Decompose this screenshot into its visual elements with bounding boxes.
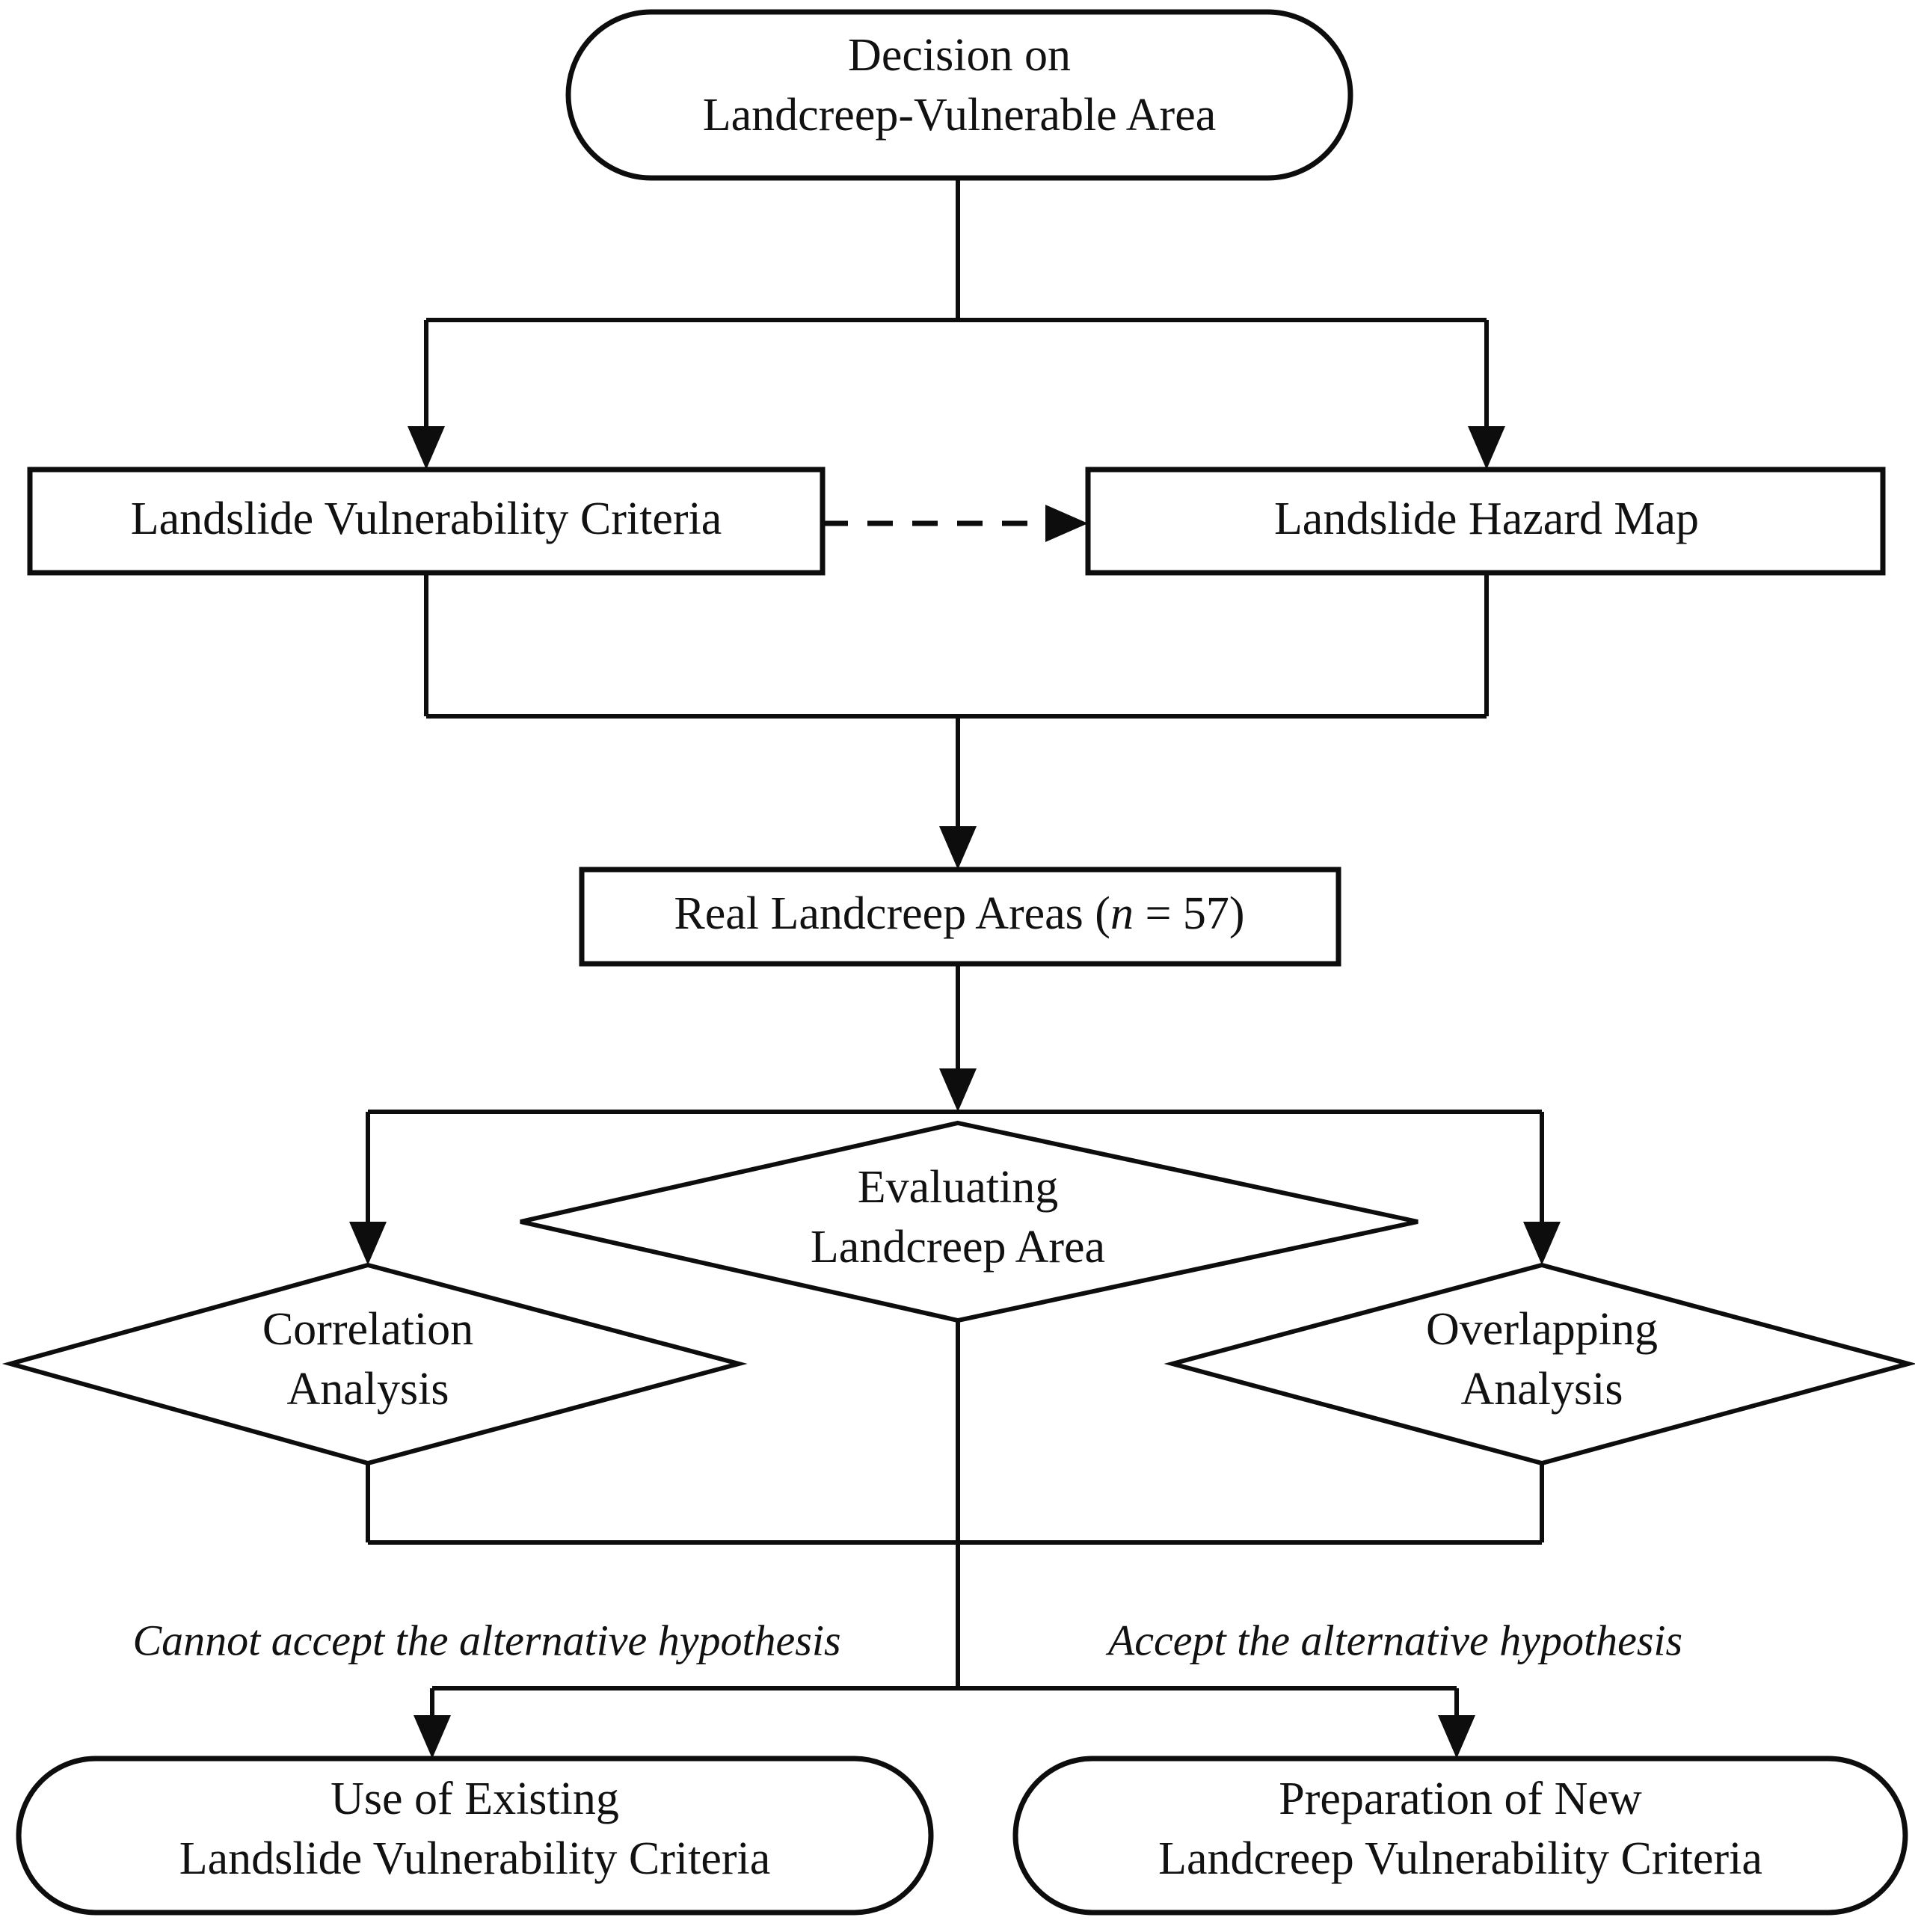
arrowhead-to-real-areas [939,826,977,870]
node-start-line2: Landcreep-Vulnerable Area [703,90,1216,141]
arrowhead-dashed-to-hazard-map [1045,505,1088,542]
arrowhead-to-overlapping [1523,1222,1561,1265]
node-prepare-new-shape [1012,1756,1908,1916]
node-evaluating-landcreep-area[interactable]: Evaluating Landcreep Area [520,1120,1418,1323]
node-evaluating-line2: Landcreep Area [811,1222,1105,1273]
node-start-shape [565,9,1353,181]
node-overlapping-shape [1164,1262,1915,1466]
node-use-of-existing-criteria[interactable]: Use of Existing Landslide Vulnerability … [16,1756,934,1916]
arrowhead-to-prepare-new [1438,1715,1475,1759]
node-landslide-hazard-map[interactable]: Landslide Hazard Map [1085,467,1886,576]
node-use-existing-shape [16,1756,934,1916]
node-evaluating-shape [520,1120,1418,1323]
node-criteria-shape [27,467,826,576]
node-correlation-shape [1,1262,748,1466]
node-evaluating-line1: Evaluating [858,1162,1059,1213]
node-correlation-analysis[interactable]: Correlation Analysis [1,1262,748,1466]
node-real-areas-shape [579,867,1341,967]
node-real-areas-label: Real Landcreep Areas (n = 57) [674,888,1244,939]
node-hazard-map-shape [1085,467,1886,576]
node-prepare-new-line2: Landcreep Vulnerability Criteria [1158,1833,1762,1884]
edge-label-cannot-accept: Cannot accept the alternative hypothesis [132,1616,840,1664]
node-start-line1: Decision on [848,30,1071,81]
node-use-existing-line1: Use of Existing [331,1773,619,1824]
node-prepare-new-line1: Preparation of New [1279,1773,1642,1824]
node-real-landcreep-areas[interactable]: Real Landcreep Areas (n = 57) [579,867,1341,967]
node-real-areas-suffix: = 57) [1134,888,1245,939]
node-criteria-label: Landslide Vulnerability Criteria [131,493,722,544]
node-use-existing-line2: Landslide Vulnerability Criteria [179,1833,771,1884]
arrowhead-to-evaluating [939,1068,977,1112]
edge-label-accept: Accept the alternative hypothesis [1105,1616,1682,1664]
node-landslide-vulnerability-criteria[interactable]: Landslide Vulnerability Criteria [27,467,826,576]
arrowhead-to-correlation [349,1222,387,1265]
arrowhead-to-criteria [408,426,445,470]
arrowhead-to-hazard-map [1468,426,1505,470]
node-real-areas-var: n [1110,888,1134,939]
node-preparation-of-new-criteria[interactable]: Preparation of New Landcreep Vulnerabili… [1012,1756,1908,1916]
node-hazard-map-label: Landslide Hazard Map [1274,493,1699,544]
node-start[interactable]: Decision on Landcreep-Vulnerable Area [565,9,1353,181]
node-correlation-line1: Correlation [262,1304,473,1355]
node-overlapping-analysis[interactable]: Overlapping Analysis [1164,1262,1915,1466]
node-correlation-line2: Analysis [287,1364,449,1415]
arrowhead-to-use-existing [414,1715,451,1759]
node-real-areas-prefix: Real Landcreep Areas ( [674,888,1110,939]
node-overlapping-line2: Analysis [1461,1364,1623,1415]
node-overlapping-line1: Overlapping [1426,1304,1658,1355]
connector-layer [349,178,1561,1759]
